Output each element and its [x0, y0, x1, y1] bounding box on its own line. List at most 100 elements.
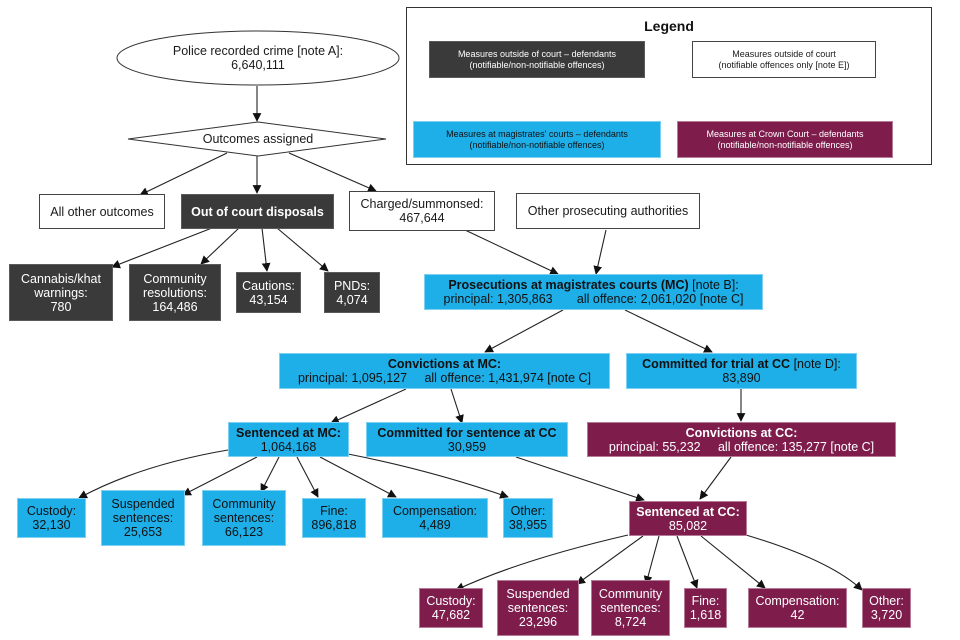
charged-summonsed-node: Charged/summonsed: 467,644: [349, 191, 495, 231]
prosecutions-mc-note: [note B]:: [688, 278, 739, 292]
outcomes-assigned-shape: [127, 121, 387, 157]
convictions-mc-all-offence: all offence: 1,431,974 [note C]: [424, 371, 592, 385]
legend-title: Legend: [644, 18, 694, 34]
edge-sentenced-mc-to-community: [260, 456, 280, 493]
cannabis-khat-value: 780: [50, 299, 72, 314]
sentenced-cc-value: 85,082: [668, 518, 708, 533]
edge-sentenced-cc-to-community: [643, 535, 660, 585]
legend-item-line1: Measures outside of court – defendants: [457, 48, 617, 59]
out-of-court-disposals-label: Out of court disposals: [191, 204, 324, 219]
mc-other-label: Other:: [510, 504, 546, 518]
legend-item-line1: Measures at magistrates' courts – defend…: [446, 128, 628, 139]
edge-outcomes-to-charged: [288, 152, 377, 192]
legend-item-line2: (notifiable offences only [note E]): [718, 59, 850, 70]
charged-summonsed-label: Charged/summonsed:: [360, 197, 484, 211]
sentenced-mc-value: 1,064,168: [260, 439, 317, 454]
cc-community-line1: Community: [598, 587, 663, 601]
edge-sentenced-cc-to-other: [745, 534, 863, 591]
mc-compensation-value: 4,489: [419, 518, 451, 532]
cc-sentence-other: Other: 3,720: [862, 588, 911, 628]
mc-sentence-fine: Fine: 896,818: [302, 498, 366, 538]
cautions-value: 43,154: [249, 292, 288, 307]
edge-opa-to-prosecutions: [593, 229, 607, 275]
legend-item-outside-court-notifiable: Measures outside of court (notifiable of…: [692, 41, 876, 78]
cautions-label: Cautions:: [242, 278, 295, 293]
cc-suspended-line2: sentences:: [507, 601, 569, 615]
cannabis-khat-node: Cannabis/khat warnings: 780: [9, 264, 113, 321]
out-of-court-disposals-node: Out of court disposals: [181, 194, 334, 229]
community-resolutions-node: Community resolutions: 164,486: [129, 264, 221, 321]
mc-fine-label: Fine:: [320, 504, 348, 518]
edge-ocd-to-pnds: [276, 227, 329, 272]
committed-sentence-cc-value: 30,959: [447, 439, 487, 454]
mc-suspended-line2: sentences:: [112, 511, 174, 525]
pnds-node: PNDs: 4,074: [324, 272, 380, 313]
edge-charged-to-prosecutions: [464, 229, 559, 275]
other-prosecuting-authorities-node: Other prosecuting authorities: [516, 193, 700, 229]
cc-community-line2: sentences:: [600, 601, 661, 615]
community-resolutions-line1: Community: [143, 271, 207, 286]
mc-sentence-community: Community sentences: 66,123: [202, 490, 286, 546]
convictions-mc-node: Convictions at MC: principal: 1,095,127 …: [279, 353, 610, 389]
mc-sentence-suspended: Suspended sentences: 25,653: [101, 490, 185, 546]
all-other-outcomes-label: All other outcomes: [50, 204, 154, 219]
outcomes-assigned-label: Outcomes assigned: [202, 132, 314, 146]
edge-sentenced-mc-to-custody: [78, 449, 229, 499]
edge-committed-sentence-to-sentenced-cc: [515, 456, 645, 502]
police-recorded-crime-shape: [116, 30, 400, 86]
sentenced-mc-title: Sentenced at MC:: [236, 425, 341, 440]
edge-sentenced-mc-to-other: [347, 453, 509, 499]
committed-sentence-cc-node: Committed for sentence at CC 30,959: [366, 422, 568, 457]
committed-sentence-cc-title: Committed for sentence at CC: [377, 425, 557, 440]
cannabis-khat-line2: warnings:: [34, 285, 88, 300]
edge-outcomes-to-other: [139, 152, 228, 196]
legend-item-outside-court-defendants: Measures outside of court – defendants (…: [429, 41, 645, 78]
cc-fine-value: 1,618: [689, 608, 722, 622]
mc-community-line1: Community: [212, 497, 276, 511]
prosecutions-mc-principal: principal: 1,305,863: [443, 292, 553, 306]
edge-sentenced-cc-to-custody: [455, 534, 629, 591]
cautions-node: Cautions: 43,154: [236, 272, 301, 313]
sentenced-cc-node: Sentenced at CC: 85,082: [629, 501, 747, 536]
committed-trial-cc-note: [note D]:: [790, 357, 841, 371]
mc-compensation-label: Compensation:: [392, 504, 478, 518]
edge-convictions-cc-to-sentenced-cc: [699, 456, 732, 500]
legend-item-line2: (notifiable/non-notifiable offences): [717, 139, 853, 150]
cc-other-label: Other:: [869, 594, 904, 608]
edge-prosecutions-to-committed-trial: [624, 309, 713, 353]
convictions-cc-title: Convictions at CC:: [685, 425, 798, 440]
convictions-mc-principal: principal: 1,095,127: [297, 371, 408, 385]
cc-custody-label: Custody:: [426, 594, 476, 608]
sentenced-cc-title: Sentenced at CC:: [636, 504, 740, 519]
prosecutions-mc-node: Prosecutions at magistrates courts (MC) …: [424, 274, 763, 310]
mc-custody-label: Custody:: [26, 504, 77, 518]
edge-prosecutions-to-convictions-mc: [484, 309, 564, 353]
edge-sentenced-cc-to-compensation: [700, 535, 766, 589]
mc-suspended-line1: Suspended: [111, 497, 175, 511]
edge-sentenced-mc-to-fine: [296, 456, 319, 498]
cc-suspended-value: 23,296: [518, 615, 558, 629]
legend-item-line1: Measures at Crown Court – defendants: [706, 128, 864, 139]
mc-community-value: 66,123: [224, 525, 264, 539]
cc-sentence-fine: Fine: 1,618: [684, 588, 727, 628]
mc-fine-value: 896,818: [311, 518, 357, 532]
prosecutions-mc-all-offence: all offence: 2,061,020 [note C]: [576, 292, 744, 306]
cc-other-value: 3,720: [870, 608, 903, 622]
prosecutions-mc-title: Prosecutions at magistrates courts (MC): [448, 278, 689, 292]
mc-community-line2: sentences:: [213, 511, 275, 525]
all-other-outcomes-node: All other outcomes: [39, 194, 165, 229]
edge-sentenced-cc-to-suspended: [576, 535, 644, 585]
mc-suspended-value: 25,653: [123, 525, 163, 539]
charged-summonsed-value: 467,644: [399, 211, 445, 225]
cc-compensation-value: 42: [790, 608, 805, 622]
edge-sentenced-mc-to-suspended: [182, 456, 258, 496]
cc-fine-label: Fine:: [691, 594, 720, 608]
cc-custody-value: 47,682: [431, 608, 471, 622]
mc-sentence-other: Other: 38,955: [503, 498, 553, 538]
convictions-cc-all-offence: all offence: 135,277 [note C]: [717, 439, 875, 454]
pnds-value: 4,074: [336, 292, 368, 307]
edge-convictions-mc-to-sentenced-mc: [330, 388, 407, 424]
edge-sentenced-cc-to-fine: [676, 535, 699, 589]
mc-other-value: 38,955: [508, 518, 548, 532]
